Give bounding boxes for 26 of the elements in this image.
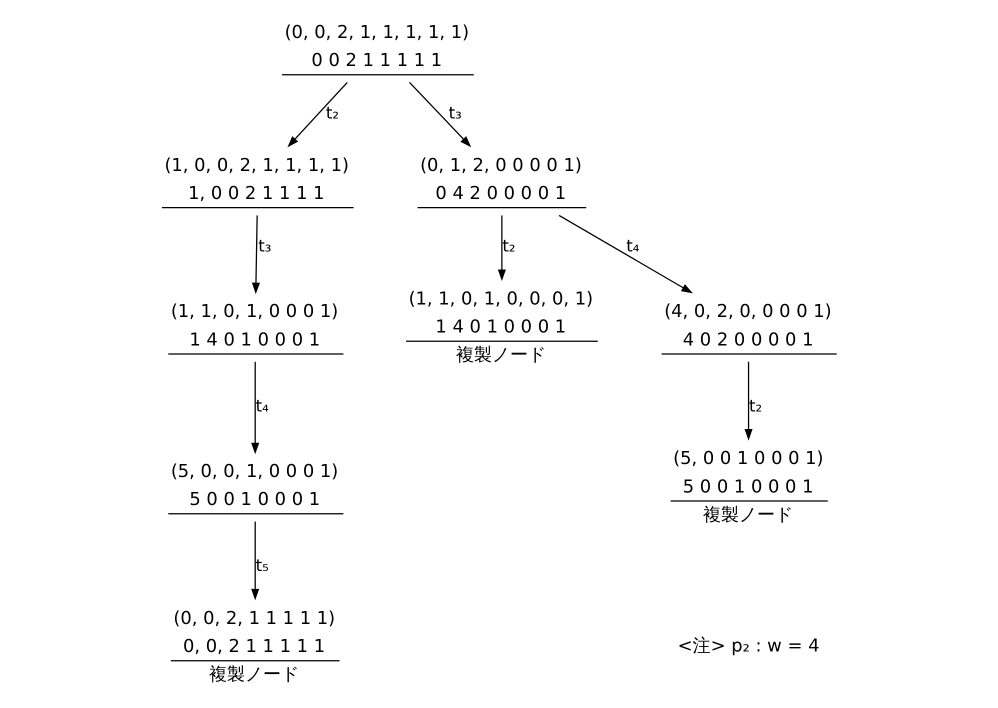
arrow bbox=[251, 362, 260, 454]
edge-label: t₃ bbox=[258, 236, 272, 256]
node-text: (5, 0, 0, 1, 0 0 0 1) 5 0 0 1 0 0 0 1 bbox=[170, 460, 338, 510]
node-text: (1, 0, 0, 2, 1, 1, 1, 1) 1, 0 0 2 1 1 1 1 bbox=[164, 154, 349, 204]
node-text: (4, 0, 2, 0, 0 0 0 1) 4 0 2 0 0 0 0 1 bbox=[664, 301, 832, 350]
edge-label: t₅ bbox=[256, 556, 269, 576]
arrow bbox=[251, 522, 260, 600]
node-text: (0, 0, 2, 1, 1, 1, 1, 1) 0 0 2 1 1 1 1 1 bbox=[284, 22, 470, 72]
node-text: (5, 0 0 1 0 0 0 1) 5 0 0 1 0 0 0 1 複製ノード bbox=[673, 448, 824, 526]
node-text: (0, 0, 2, 1 1 1 1 1) 0, 0, 2 1 1 1 1 1 複製ノード bbox=[173, 608, 336, 686]
arrow bbox=[498, 215, 506, 282]
edge-label: t₄ bbox=[626, 236, 640, 256]
node-text: (0, 1, 2, 0 0 0 0 1) 0 4 2 0 0 0 0 1 bbox=[420, 154, 582, 204]
edge-label: t₂ bbox=[502, 236, 516, 256]
edge-label: t₂ bbox=[326, 104, 340, 123]
label: <注> p₂ : w = 4 bbox=[678, 635, 820, 656]
arrow bbox=[409, 82, 472, 148]
edge-label: t₃ bbox=[448, 104, 462, 123]
arrow bbox=[252, 215, 260, 294]
arrow bbox=[287, 82, 348, 148]
node-text: (1, 1, 0, 1, 0 0 0 1) 1 4 0 1 0 0 0 1 bbox=[170, 301, 338, 350]
node-text: (1, 1, 0, 1, 0, 0, 0, 1) 1 4 0 1 0 0 0 1 複製ノード bbox=[408, 288, 594, 366]
arrow bbox=[558, 214, 693, 294]
edge-label: t₄ bbox=[256, 396, 269, 416]
arrow bbox=[744, 362, 753, 441]
edge-label: t₂ bbox=[749, 396, 762, 416]
